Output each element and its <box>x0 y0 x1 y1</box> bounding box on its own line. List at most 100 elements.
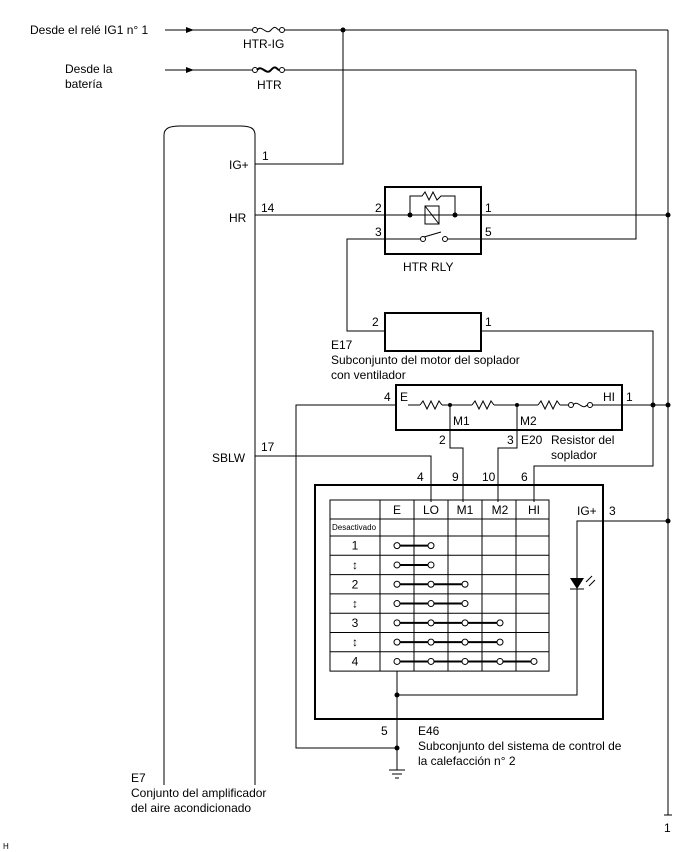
table-row-label: 1 <box>352 539 359 553</box>
junction-dot <box>394 692 400 698</box>
source-arrow-battery <box>165 67 238 73</box>
e20-pin-2: 2 <box>439 433 446 447</box>
table-off-label: Desactivado <box>332 523 377 532</box>
table-header: E <box>393 503 401 517</box>
table-contact <box>461 580 469 588</box>
e7-pin-num-ig: 1 <box>262 149 269 163</box>
table-contact <box>393 619 401 627</box>
wire-sblw <box>255 455 432 502</box>
e17-code: E17 <box>331 338 353 352</box>
e7-code: E7 <box>131 771 146 785</box>
table-contact <box>427 600 435 608</box>
e20-name-line1: Resistor del <box>551 433 614 447</box>
e7-name-line2: del aire acondicionado <box>131 801 251 815</box>
fuse-htr-ig-label: HTR-IG <box>243 37 284 51</box>
table-contact <box>496 657 504 665</box>
e7-pin-label-sblw: SBLW <box>212 451 246 465</box>
e20-pin-1: 1 <box>626 390 633 404</box>
relay-htr-rly <box>384 186 482 255</box>
fuse-htr <box>238 66 636 73</box>
e17-name-line1: Subconjunto del motor del soplador <box>331 353 520 367</box>
fuse-htr-label: HTR <box>257 78 282 92</box>
e46-pin-9: 9 <box>452 470 459 484</box>
e7-pin-label-ig: IG+ <box>229 158 249 172</box>
table-row-label: ↕ <box>352 558 358 572</box>
right-rail-pin-number: 1 <box>664 821 671 835</box>
table-contact <box>427 542 435 550</box>
ground-icon <box>389 769 405 779</box>
e17-pin-2: 2 <box>372 315 379 329</box>
e20-pin-3: 3 <box>507 433 514 447</box>
table-row-label: ↕ <box>352 635 358 649</box>
table-row-label: 3 <box>352 616 359 630</box>
relay-name: HTR RLY <box>403 260 453 274</box>
relay-pin-1: 1 <box>485 201 492 215</box>
e20-label-hi: HI <box>603 390 615 404</box>
e7-pin-label-hr: HR <box>229 211 247 225</box>
e20-name-line2: soplador <box>551 448 597 462</box>
relay-pin-3: 3 <box>375 225 382 239</box>
table-header: HI <box>528 503 540 517</box>
e7-name-line1: Conjunto del amplificador <box>131 786 266 800</box>
e46-pin-4: 4 <box>417 470 424 484</box>
e20-label-m1: M1 <box>453 414 470 428</box>
e17-blower-motor <box>384 312 482 352</box>
wire-motor-hi <box>481 330 654 405</box>
e46-pin-10: 10 <box>482 470 496 484</box>
table-contact <box>530 657 538 665</box>
e20-blower-resistor <box>395 384 623 431</box>
e46-pin-6: 6 <box>521 470 528 484</box>
table-contact <box>393 600 401 608</box>
e7-amplifier-body <box>163 125 256 785</box>
e7-pin-num-sblw: 17 <box>261 440 275 454</box>
table-row-label: 4 <box>352 654 359 668</box>
table-row-label: ↕ <box>352 597 358 611</box>
wire-relay-battery <box>481 70 637 240</box>
table-contact <box>427 638 435 646</box>
e46-code: E46 <box>418 724 440 738</box>
junction-dot <box>665 518 671 524</box>
source-battery-label-line1: Desde la <box>65 62 113 76</box>
e46-pin-5: 5 <box>381 724 388 738</box>
junction-dot <box>665 402 671 408</box>
table-contact <box>496 619 504 627</box>
footer-mark: H <box>3 842 9 851</box>
indicator-led-icon <box>397 575 596 696</box>
wire-e46-ig <box>576 520 668 578</box>
relay-pin-2: 2 <box>375 201 382 215</box>
e46-ig-label: IG+ <box>577 504 597 518</box>
wire-e-ground <box>295 404 398 749</box>
relay-pin-5: 5 <box>485 225 492 239</box>
table-contact <box>427 580 435 588</box>
e46-name-line2: la calefacción n° 2 <box>418 754 516 768</box>
table-contact <box>393 542 401 550</box>
table-contact <box>393 561 401 569</box>
table-contact <box>461 619 469 627</box>
table-contact <box>393 580 401 588</box>
e17-pin-1: 1 <box>485 315 492 329</box>
table-header: M1 <box>457 503 474 517</box>
table-contact <box>461 638 469 646</box>
table-contact <box>461 657 469 665</box>
e46-control-box <box>314 484 604 720</box>
e20-code: E20 <box>521 433 543 447</box>
wire-relay-motor <box>346 238 385 332</box>
junction-dot <box>394 745 400 751</box>
source-battery-label-line2: batería <box>65 77 103 91</box>
wire-m1 <box>449 430 464 502</box>
table-header: LO <box>423 503 439 517</box>
table-contact <box>393 638 401 646</box>
e17-name-line2: con ventilador <box>331 368 406 382</box>
source-ig1-relay-label: Desde el relé IG1 n° 1 <box>30 23 149 37</box>
source-arrow-ig1 <box>165 27 238 33</box>
table-header: M2 <box>492 503 509 517</box>
e20-label-e: E <box>400 390 408 404</box>
table-contact <box>461 600 469 608</box>
e46-name-line1: Subconjunto del sistema de control de <box>418 739 622 753</box>
e20-pin-4: 4 <box>384 390 391 404</box>
table-contact <box>427 619 435 627</box>
table-contact <box>427 657 435 665</box>
table-contact <box>393 657 401 665</box>
